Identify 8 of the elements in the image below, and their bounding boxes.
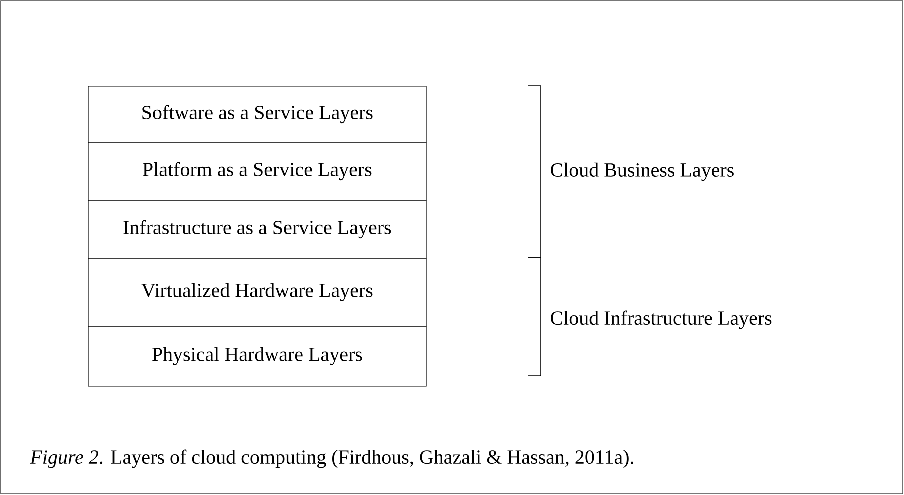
- layer-box: Platform as a Service Layers: [88, 142, 427, 201]
- layer-box: Virtualized Hardware Layers: [88, 258, 427, 327]
- bracket-label: Cloud Business Layers: [551, 162, 734, 182]
- layer-box: Physical Hardware Layers: [88, 326, 427, 387]
- figure-caption: Figure 2. Layers of cloud computing (Firdhous, Ghazali & Hassan, 2011a).: [30, 450, 634, 468]
- layer-box: Software as a Service Layers: [88, 86, 427, 143]
- layer-box: Infrastructure as a Service Layers: [88, 200, 427, 259]
- bracket-label: Cloud Infrastructure Layers: [551, 310, 772, 330]
